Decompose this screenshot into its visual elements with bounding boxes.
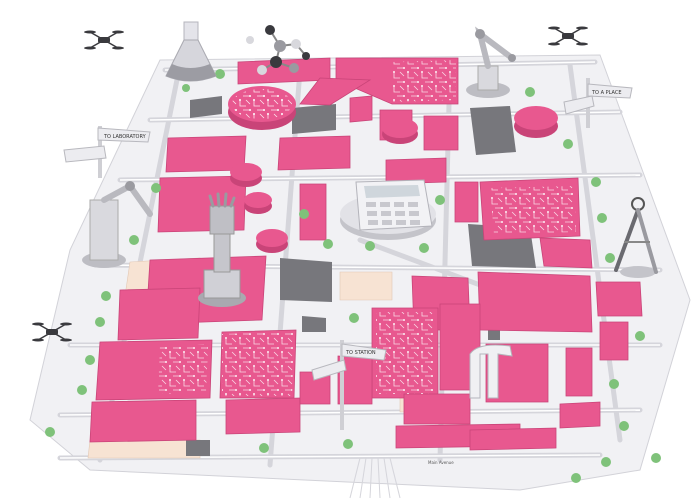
calculator-icon (340, 179, 436, 240)
tree-icon (365, 241, 375, 251)
tree-icon (563, 139, 573, 149)
signpost-icon: TO A PLACE (563, 78, 633, 128)
rail-lines (349, 457, 401, 499)
tree-icon (182, 84, 190, 92)
tree-icon (571, 473, 581, 483)
tree-icon (85, 355, 95, 365)
street-label: Main Avenue (428, 460, 454, 465)
tree-icon (343, 439, 353, 449)
tree-icon (323, 239, 333, 249)
tree-icon (605, 253, 615, 263)
tree-icon (635, 331, 645, 341)
sign-left-text: TO LABORATORY (103, 134, 147, 140)
tree-icon (95, 317, 105, 327)
tree-icon (619, 421, 629, 431)
sign-center-text: TO STATION (345, 350, 376, 356)
tree-icon (651, 453, 661, 463)
sign-right-text: TO A PLACE (591, 90, 622, 96)
tree-icon (609, 379, 619, 389)
tree-icon (349, 313, 359, 323)
drone-icon (84, 30, 124, 50)
drone-icon (548, 26, 588, 46)
pi-icon (469, 344, 513, 399)
drone-icon (32, 322, 72, 342)
robot-hand-icon (198, 192, 246, 307)
molecule-icon (246, 25, 310, 75)
robot-arm-icon (466, 26, 516, 98)
flask-icon (165, 21, 217, 82)
tree-icon (129, 235, 139, 245)
tree-icon (597, 213, 607, 223)
signpost-icon: TO LABORATORY (63, 126, 151, 178)
tree-icon (419, 243, 429, 253)
tree-icon (45, 427, 55, 437)
compass-icon (614, 197, 658, 278)
tree-icon (591, 177, 601, 187)
tree-icon (215, 69, 225, 79)
trees (45, 69, 661, 483)
tree-icon (101, 291, 111, 301)
signpost-icon: TO STATION (311, 340, 387, 430)
round-buildings (228, 86, 558, 253)
tree-icon (525, 87, 535, 97)
tree-icon (601, 457, 611, 467)
tree-icon (77, 385, 87, 395)
robot-arm-icon (82, 181, 153, 268)
tree-icon (435, 195, 445, 205)
tree-icon (259, 443, 269, 453)
tree-icon (151, 183, 161, 193)
tree-icon (299, 209, 309, 219)
circuit-roofs (158, 60, 576, 396)
